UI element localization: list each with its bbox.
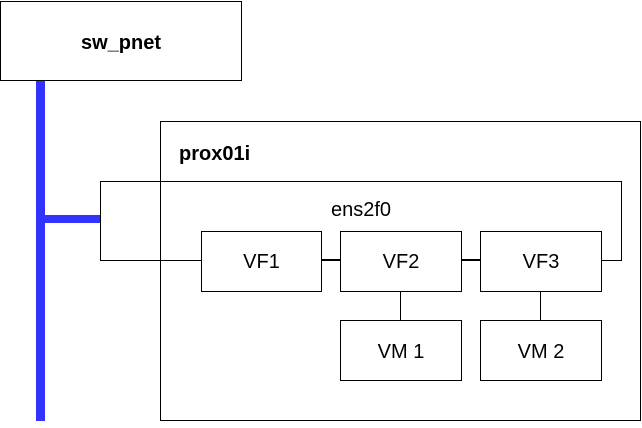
vf1-label: VF1 (243, 251, 280, 273)
vf3-label: VF3 (522, 251, 560, 273)
network-bus-vertical (36, 81, 45, 421)
vf3-vm2-connector (540, 291, 541, 321)
vf1-vf2-connector (321, 259, 341, 260)
nic-label: ens2f0 (330, 199, 392, 221)
vm2-label: VM 2 (517, 341, 565, 363)
vf2-vf3-connector (461, 259, 481, 260)
vf2-label: VF2 (382, 251, 420, 273)
switch-label: sw_pnet (80, 32, 162, 54)
vm1-label: VM 1 (377, 341, 425, 363)
host-label: prox01i (179, 143, 251, 165)
vf1-box: VF1 (201, 231, 322, 292)
vf3-box: VF3 (480, 231, 602, 292)
vm1-box: VM 1 (340, 320, 462, 381)
vf2-box: VF2 (340, 231, 462, 292)
switch-box: sw_pnet (0, 1, 242, 81)
vm2-box: VM 2 (480, 320, 602, 381)
network-bus-branch (36, 215, 100, 223)
vf2-vm1-connector (400, 291, 401, 321)
